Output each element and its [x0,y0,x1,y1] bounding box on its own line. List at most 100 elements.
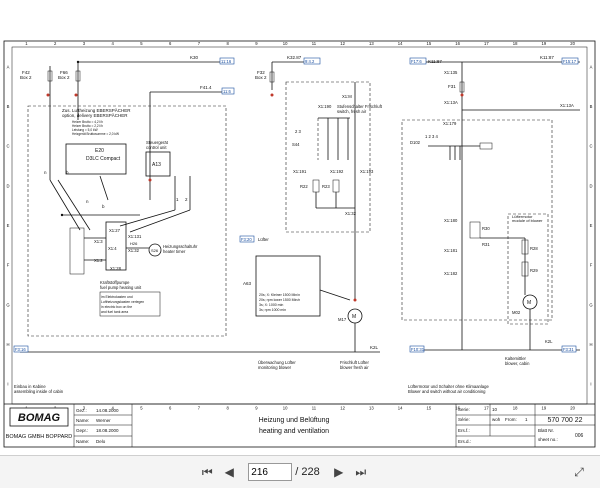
last-page-icon[interactable]: ⏭ [355,464,367,479]
heater-e20 [65,143,127,175]
column-number: 3 [83,406,86,411]
page-total: / 228 [295,466,320,478]
zh-line-1: Heizer Brutto = 2,2 l/h [72,124,103,128]
first-page-icon[interactable]: ⏮ [201,464,213,479]
tb-r3-k: Gepr.: [76,428,88,433]
fresh-air-switch-box [285,81,371,233]
next-page-icon[interactable]: ▶ [334,465,344,479]
mon-0: 20s; X: Kleiner 1500 Min/n [259,293,300,297]
k2x-label: K2L [370,345,379,350]
stufen-en: switch, fresh air [337,109,367,114]
column-number: 18 [513,406,518,411]
tb-serie2-label: Série: [458,417,470,422]
x1-connector [105,221,127,271]
column-number: 11 [312,41,317,46]
x131: X1:131 [128,234,142,239]
x13: X1:3 [94,239,103,244]
tb-wohe-val: woh [492,417,501,422]
resistor-r22 [312,179,320,193]
row-letter: C [589,144,592,149]
drawing-subtitle: heating and ventilation [259,428,329,435]
x1182: X1:182 [444,271,458,276]
luft-motor-en: module of blower [512,218,543,223]
column-number: 20 [570,406,575,411]
column-number: 15 [427,41,432,46]
company-name: BOMAG GMBH BOPPARD [6,434,73,440]
x132b: X1:32 [345,211,357,216]
column-number: 1 [25,41,28,46]
x1135: X1:135 [444,70,458,75]
frisch-label: Frischluft Lüfter [340,360,369,365]
m17-label: M17 [338,317,347,322]
s26-label: S26 [151,248,159,253]
r30-label: R30 [482,226,490,231]
lufter-ref: F3:20 [241,237,252,242]
column-number: 15 [427,406,432,411]
column-number: 6 [169,406,172,411]
wire-n-2: n [86,199,89,204]
drawing-title: Heizung und Belüftung [259,417,330,424]
column-number: 9 [255,406,258,411]
x132: X1:32 [128,248,140,253]
a63-label: A63 [243,281,252,286]
steuer-en: control unit [146,145,167,150]
prev-page-icon[interactable]: ◀ [224,465,234,479]
r31-label: R31 [482,242,490,247]
pdf-viewer-toolbar: ⏮ ◀ / 228 ▶ ⏭ ⤢ [0,455,600,488]
fullscreen-icon[interactable]: ⤢ [574,464,584,479]
sheet-number: 006 [575,433,584,439]
d102-pos: 1 2 3 4 [425,134,438,139]
k1187b-label: K11:87 [540,55,554,60]
m02-m: M [527,300,531,306]
r29-label: R29 [530,268,538,273]
switch-pos: 2 3 [295,129,301,134]
column-number: 12 [340,406,345,411]
column-number: 8 [226,41,229,46]
k1187a-ref: F17:6 [411,59,422,64]
zh-line-2: Leistung = 5,0 kW [72,128,98,132]
sheet-frame [3,40,596,448]
r23-label: R23 [322,184,330,189]
column-number: 5 [140,41,143,46]
column-number: 16 [455,41,460,46]
bomag-logo [9,407,69,427]
column-number: 4 [111,41,114,46]
elektro-1: Luftheizungskasten verlegen [101,300,144,304]
column-number: 13 [369,41,374,46]
column-number: 14 [398,41,403,46]
k3287-ref: 9:4.2 [305,59,315,64]
elektro-2: in electric box on the [101,305,132,309]
tb-sheet-label: sheet no.: [538,437,558,442]
page-number-input[interactable] [248,463,293,481]
timer-s26 [148,243,162,257]
d102-label: D102 [410,140,421,145]
kalte-en: blower, cabin [505,361,530,366]
elektro-0: im Elektrokasten und [101,295,133,299]
column-number: 10 [283,41,288,46]
elektro-3: and fuel tank area [101,310,128,314]
tb-from-label: From: [505,417,517,422]
column-number: 20 [570,41,575,46]
column-number: 2 [54,41,57,46]
x1191: X1:191 [293,169,307,174]
column-number: 7 [198,406,201,411]
f42-label: F42 [22,70,30,75]
wire-1: 1 [176,197,179,202]
logo-text: BOMAG [18,412,61,424]
f31-label: F31 [448,84,456,89]
column-number: 19 [542,406,547,411]
lufter-label: Lüfter [258,237,269,242]
hzs-en: heater timer [163,249,186,254]
row-letter: H [6,342,9,347]
column-number: 6 [169,41,172,46]
x1181: X1:181 [444,248,458,253]
mon-1: 20s; rpm lower 1500 Min/n [259,298,300,302]
bot-left-text: Einbau in Kabine [14,384,46,389]
bot-left-en: assembling inside of cabin [14,389,64,394]
hzs-label: Heizungsschaltuhr [163,244,198,249]
wire-2: 2 [185,197,188,202]
m02-label: M02 [512,310,521,315]
control-unit-a13 [145,151,171,177]
